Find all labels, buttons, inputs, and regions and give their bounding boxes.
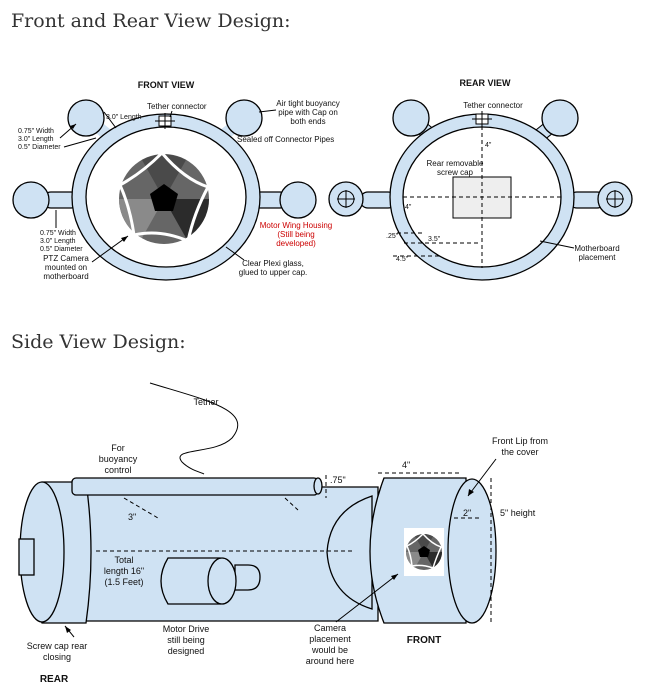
front-rear-heading: Front and Rear View Design: [11,10,291,32]
side-motor-drive-shaft [234,564,261,591]
svg-text:PTZ Camera: PTZ Camera [43,254,89,263]
side-buoyancy-label: For buoyancy control [99,443,138,475]
rear-left-knob [328,181,364,217]
front-top-right-knob [225,99,263,137]
side-camera-placement-label: Camera placement would be around here [306,573,399,666]
front-left-knob [12,181,50,219]
side-dim-4: 4" [402,460,410,470]
side-front-lip-label: Front Lip from the cover [467,436,548,497]
svg-text:Camera: Camera [314,623,346,633]
svg-text:glued to upper cap.: glued to upper cap. [239,268,308,277]
side-screw-cap-label: Screw cap rear closing [27,625,88,662]
svg-text:buoyancy: buoyancy [99,454,138,464]
svg-text:Motherboard: Motherboard [574,244,619,253]
svg-text:Motor Wing Housing: Motor Wing Housing [260,221,332,230]
svg-text:Total: Total [114,555,133,565]
svg-text:0.5" Diameter: 0.5" Diameter [18,144,61,151]
rear-screw-cap-label-2: screw cap [437,168,474,177]
front-top-left-dims: 0.75" Width 3.0" Length 0.5" Diameter [18,123,97,151]
side-camera-aperture-icon [404,528,444,576]
rear-dim-35: 3.5" [428,236,441,243]
front-sealed-label: Sealed off Connector Pipes [237,135,334,144]
rear-tether-label: Tether connector [463,101,523,110]
side-dim-3: 3" [128,512,136,522]
svg-text:Clear Plexi glass,: Clear Plexi glass, [242,259,304,268]
front-ptz-label: PTZ Camera mounted on motherboard [43,235,129,281]
side-front-dome [326,495,373,610]
rear-view: REAR VIEW [328,78,633,281]
front-top-left-knob [67,99,105,137]
side-front-lip [447,478,497,624]
svg-text:Air tight buoyancy: Air tight buoyancy [276,99,340,108]
side-buoyancy-pipe [71,477,319,496]
svg-text:the cover: the cover [501,447,538,457]
svg-text:both ends: both ends [290,117,325,126]
front-camera-aperture-icon [118,151,210,244]
rear-motherboard-label: Motherboard placement [539,240,620,262]
rear-dim-left: 4" [405,204,412,211]
svg-text:(1.5 Feet): (1.5 Feet) [104,577,143,587]
side-motor-drive-label: Motor Drive still being designed [163,624,210,656]
svg-text:3.0" Length: 3.0" Length [40,238,76,245]
front-tether-label: Tether connector [147,102,207,111]
side-view: Tether [18,382,548,685]
svg-text:Screw cap rear: Screw cap rear [27,641,88,651]
rear-dim-25: .25" [386,233,399,240]
svg-text:closing: closing [43,652,71,662]
side-tether-label: Tether [193,397,218,407]
rear-top-right-knob [541,99,579,137]
rear-right-knob [597,181,633,217]
side-dim-2: 2" [463,508,471,518]
front-motor-wing-label: Motor Wing Housing (Still being develope… [260,221,332,248]
front-bottom-left-dims: 0.75" Width 3.0" Length 0.5" Diameter [40,210,83,253]
svg-text:0.75" Width: 0.75" Width [40,230,76,237]
svg-text:control: control [104,465,131,475]
front-length-label: 3.0" Length [106,114,142,121]
svg-text:around here: around here [306,656,355,666]
svg-text:developed): developed) [276,239,316,248]
side-motor-drive [160,557,221,605]
front-view: FRONT VIEW [12,80,340,281]
side-front-label: FRONT [407,635,441,646]
svg-text:0.5" Diameter: 0.5" Diameter [40,246,83,253]
front-right-knob [279,181,317,219]
svg-text:Motor Drive: Motor Drive [163,624,210,634]
svg-text:mounted on: mounted on [45,263,87,272]
svg-text:length 16": length 16" [104,566,144,576]
svg-text:still being: still being [167,635,205,645]
rear-view-title: REAR VIEW [459,78,511,88]
side-tether-wire [149,382,239,475]
rear-dim-top: 4" [485,142,492,149]
rear-top-left-knob [392,99,430,137]
svg-text:(Still being: (Still being [277,230,314,239]
rear-dim-45: 4.5" [396,256,409,263]
side-height-label: 5" height [500,508,536,518]
svg-text:For: For [111,443,125,453]
front-plexi-label: Clear Plexi glass, glued to upper cap. [225,246,308,277]
svg-text:placement: placement [579,253,617,262]
front-view-title: FRONT VIEW [138,80,195,90]
svg-text:pipe with Cap on: pipe with Cap on [278,108,338,117]
svg-text:0.75" Width: 0.75" Width [18,128,54,135]
side-rear-label: REAR [40,674,69,685]
front-air-tight-label: Air tight buoyancy pipe with Cap on both… [258,99,340,126]
side-rear-screw-knob [18,538,35,576]
svg-text:placement: placement [309,634,351,644]
side-total-length-label: Total length 16" (1.5 Feet) [104,555,144,587]
svg-text:designed: designed [168,646,205,656]
svg-text:would be: would be [311,645,348,655]
rear-screw-cap-label-1: Rear removable [427,159,484,168]
side-view-heading: Side View Design: [11,331,186,353]
side-dim-75: .75" [330,475,346,485]
svg-text:3.0" Length: 3.0" Length [18,136,54,143]
svg-text:Front Lip from: Front Lip from [492,436,548,446]
svg-text:motherboard: motherboard [43,272,88,281]
